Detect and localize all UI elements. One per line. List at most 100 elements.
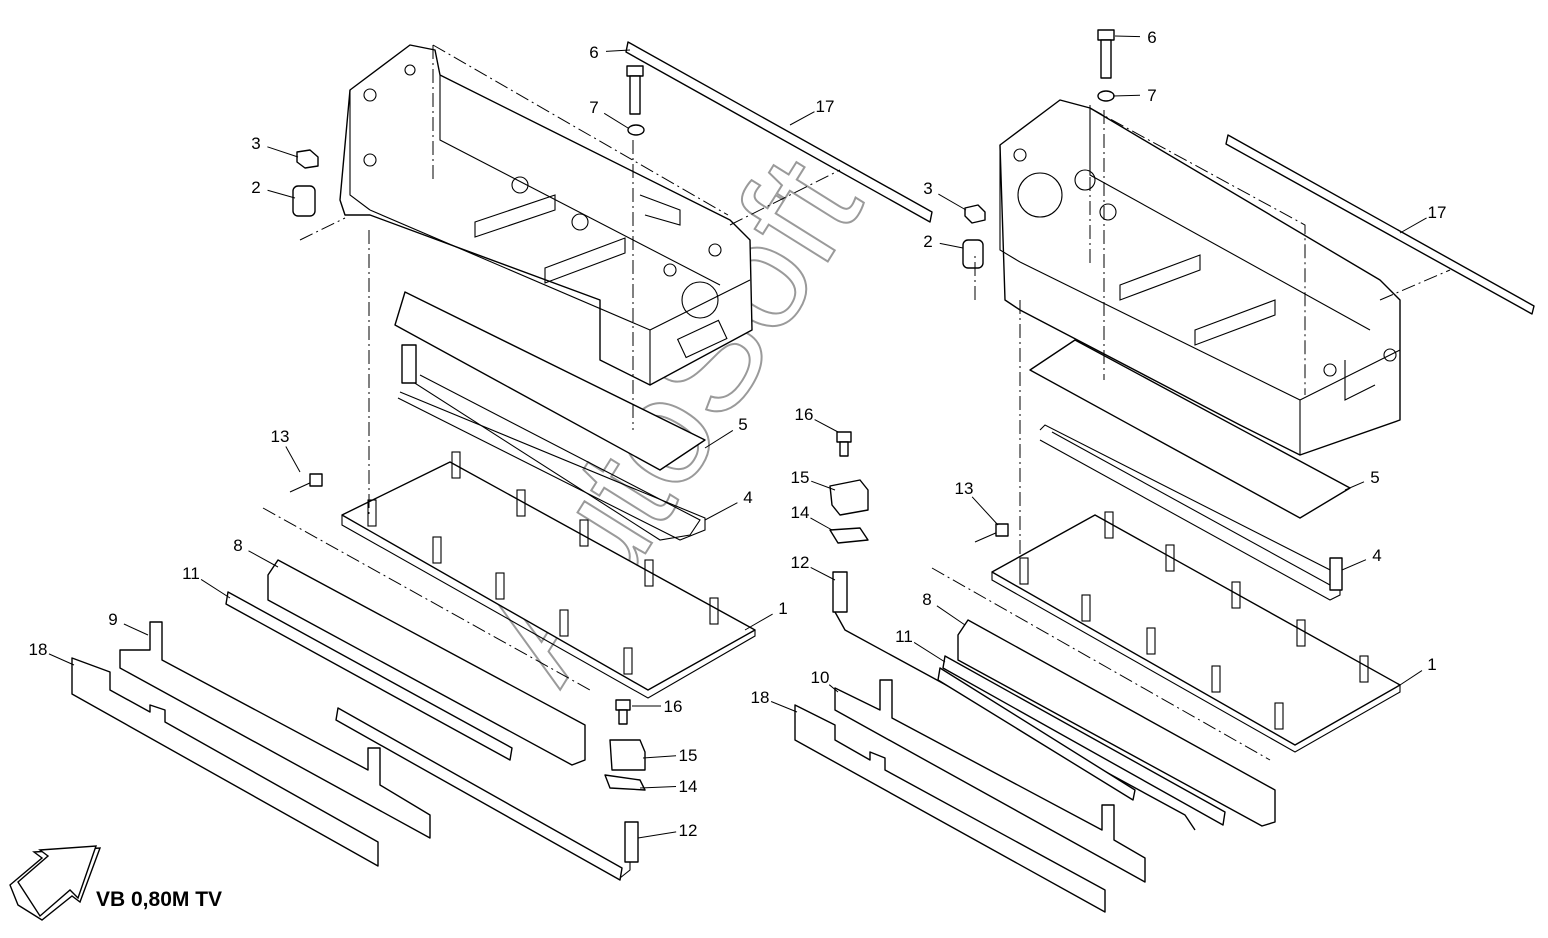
bolt-16-top [836, 431, 852, 457]
callout-c-10-right: 10 [811, 668, 830, 687]
callout-c-2-left: 2 [251, 178, 260, 197]
callout-c-7-right: 7 [1147, 86, 1156, 105]
left-base-plate-1 [341, 451, 756, 699]
leader-c-15-mid-top [811, 480, 836, 491]
left-screw-13 [289, 473, 323, 493]
right-washer-7 [1097, 90, 1115, 102]
callout-c-17-left: 17 [816, 97, 835, 116]
callout-c-4-left: 4 [743, 488, 752, 507]
callout-c-15-mid-bottom: 15 [679, 746, 698, 765]
callout-c-14-mid-bottom: 14 [679, 777, 698, 796]
right-cover-18 [794, 704, 1106, 913]
right-spacer-2 [962, 239, 984, 269]
leader-c-3-left [267, 146, 299, 158]
callout-c-6-left: 6 [589, 43, 598, 62]
leader-c-13-right [971, 496, 999, 526]
callout-c-3-left: 3 [251, 134, 260, 153]
rod-12-top-head [832, 571, 848, 613]
right-housing [999, 99, 1401, 456]
leader-c-3-right [938, 193, 967, 211]
leader-c-17-left [789, 111, 815, 126]
callout-c-14-mid-top: 14 [791, 503, 810, 522]
leader-c-18-left [48, 653, 75, 666]
leader-c-14-mid-top [810, 517, 833, 531]
left-spacer-2 [292, 185, 316, 217]
callout-c-16-mid-bottom: 16 [664, 697, 683, 716]
right-lower-strip [937, 667, 1136, 801]
leader-c-12-mid-bottom [637, 831, 677, 839]
bracket-15-bottom [609, 739, 646, 771]
callout-c-3-right: 3 [923, 179, 932, 198]
left-washer-7 [627, 124, 645, 136]
left-bolt-6 [626, 65, 644, 115]
bolt-16-bottom [615, 699, 631, 725]
leader-c-13-left [285, 446, 301, 473]
callout-c-8-left: 8 [233, 536, 242, 555]
callout-c-16-mid-top: 16 [795, 405, 814, 424]
callout-c-12-mid-bottom: 12 [679, 821, 698, 840]
callout-c-9-left: 9 [108, 610, 117, 629]
left-nut-3 [296, 149, 319, 169]
left-strip-11 [225, 591, 513, 761]
left-strip-17 [625, 41, 933, 223]
leader-c-16-mid-top [814, 419, 839, 433]
leader-c-4-right [1341, 559, 1367, 571]
leader-c-1-right [1399, 670, 1423, 686]
leader-c-15-mid-bottom [642, 755, 677, 759]
right-strip-11 [942, 655, 1226, 826]
callout-c-15-mid-top: 15 [791, 468, 810, 487]
clip-14-top [829, 527, 869, 544]
view-label: VB 0,80M TV [96, 888, 223, 911]
right-bracket-10 [834, 679, 1146, 883]
left-rail-8 [267, 559, 586, 766]
clip-14-bottom [604, 774, 646, 791]
right-bolt-6 [1097, 29, 1115, 79]
leader-c-7-right [1112, 94, 1141, 97]
leader-c-5-right [1344, 481, 1365, 491]
callout-c-5-right: 5 [1370, 468, 1379, 487]
leader-c-9-left [123, 623, 149, 636]
leader-c-12-mid-top [810, 567, 836, 581]
left-cover-18 [71, 657, 379, 867]
right-screw-13 [974, 523, 1009, 543]
direction-arrow-icon [9, 845, 102, 921]
callout-c-13-left: 13 [271, 427, 290, 446]
leader-c-8-left [248, 550, 279, 568]
callout-c-5-left: 5 [738, 415, 747, 434]
leader-c-4-left [704, 502, 738, 521]
bracket-15-top [829, 479, 869, 516]
leader-c-5-left [704, 429, 734, 449]
right-strip-17 [1225, 134, 1535, 315]
callout-c-17-right: 17 [1428, 203, 1447, 222]
leader-c-8-right [936, 605, 966, 626]
callout-c-11-right: 11 [895, 627, 913, 646]
callout-c-2-right: 2 [923, 232, 932, 251]
leader-c-17-right [1399, 217, 1427, 234]
right-nut-3 [964, 204, 986, 224]
leader-c-1-left [744, 613, 773, 631]
left-housing [339, 44, 753, 386]
callout-c-18-right: 18 [751, 688, 770, 707]
callout-c-18-left: 18 [29, 640, 48, 659]
callout-c-12-mid-top: 12 [791, 553, 810, 572]
left-bracket-9 [119, 621, 431, 839]
callout-c-1-right: 1 [1427, 655, 1436, 674]
callout-c-8-right: 8 [922, 590, 931, 609]
leader-c-2-right [939, 242, 964, 249]
left-lower-strip [335, 707, 623, 881]
leader-c-7-left [603, 112, 629, 129]
leader-c-11-right [913, 642, 946, 663]
left-cover-plate-5 [394, 291, 706, 471]
callout-c-4-right: 4 [1372, 546, 1381, 565]
leader-c-14-mid-bottom [639, 786, 677, 789]
leader-lines [48, 35, 1427, 839]
right-rail-8 [957, 619, 1276, 827]
leader-c-6-right [1114, 35, 1141, 38]
callout-c-1-left: 1 [778, 599, 787, 618]
callout-c-11-left: 11 [182, 564, 200, 583]
leader-c-10-right [828, 684, 839, 693]
leader-c-11-left [200, 579, 231, 599]
